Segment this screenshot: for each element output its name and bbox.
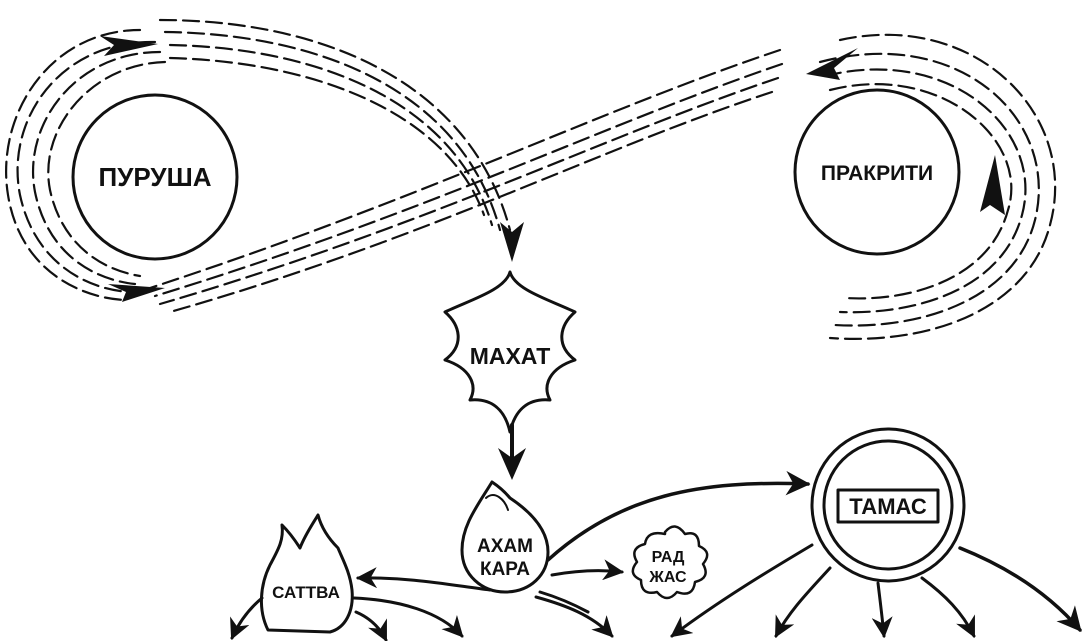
lower-arrows bbox=[230, 470, 1082, 641]
infinity-flow bbox=[5, 18, 1057, 340]
arrow-head-to-mahat bbox=[500, 222, 524, 262]
ahamkara-label-1: АХАМ bbox=[477, 536, 533, 557]
node-rajas: РАД ЖАС bbox=[631, 525, 709, 600]
rajas-label-2: ЖАС bbox=[648, 569, 687, 586]
purusha-loop bbox=[5, 28, 167, 302]
mahat-label: МАХАТ bbox=[470, 343, 551, 369]
rajas-label-1: РАД bbox=[652, 549, 685, 566]
arrow-head-top-right bbox=[806, 48, 858, 80]
purusha-to-mahat-band bbox=[158, 18, 512, 232]
arrow-head-bottom-left bbox=[108, 284, 165, 302]
arrow-head-right-up bbox=[980, 155, 1005, 215]
node-sattva: САТТВА bbox=[259, 513, 354, 634]
prakriti-label: ПРАКРИТИ bbox=[821, 162, 933, 185]
sattva-label: САТТВА bbox=[272, 583, 340, 602]
arrow-head-to-ahamkara bbox=[498, 448, 526, 480]
node-mahat: МАХАТ bbox=[443, 270, 577, 434]
arrow-head-top-left bbox=[100, 36, 158, 56]
ahamkara-label-2: КАРА bbox=[480, 559, 530, 580]
node-prakriti: ПРАКРИТИ bbox=[793, 88, 961, 256]
tamas-label: ТАМАС bbox=[849, 494, 927, 519]
prakriti-to-purusha-band bbox=[148, 48, 784, 314]
purusha-label: ПУРУША bbox=[99, 162, 212, 192]
node-tamas: ТАМАС bbox=[810, 427, 966, 583]
prakriti-loop bbox=[818, 33, 1057, 340]
node-purusha: ПУРУША bbox=[71, 93, 239, 261]
node-ahamkara: АХАМ КАРА bbox=[460, 480, 550, 594]
